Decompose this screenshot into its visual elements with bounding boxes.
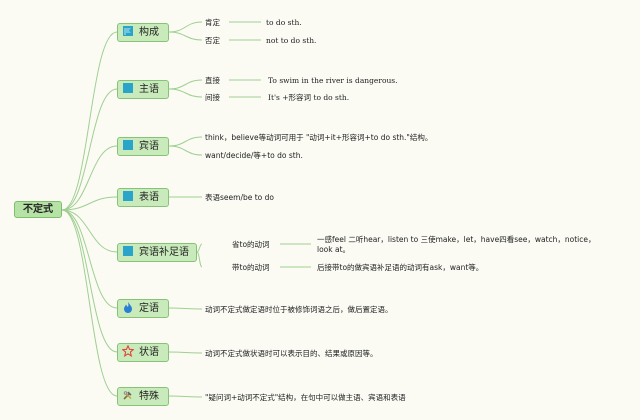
flag-icon [123,140,133,150]
note-text: "疑问词+动词不定式"结构，在句中可以做主语、宾语和表语 [205,393,406,402]
topic-branch-line [168,307,203,310]
sub-value: to do sth. [266,18,302,27]
topic-branch-line [168,136,203,147]
topic-label: 宾语补足语 [139,247,189,258]
note-text: think，believe等动词可用于 "动词+it+形容词+to do sth… [205,133,433,142]
root-node[interactable]: 不定式 [14,201,62,218]
topic-biaoyu[interactable]: 表语 [117,188,169,207]
sub-value: It's +形容词 to do sth. [268,93,350,102]
sub-label: 间接 [205,93,220,102]
star-icon [122,345,134,357]
topic-binyu[interactable]: 宾语 [117,137,169,156]
root-branch-line [61,196,118,211]
root-branch-line [61,209,118,309]
note-text: 表语seem/be to do [205,193,274,202]
topic-branch-line [168,79,203,90]
topic-zhuangyu[interactable]: 状语 [117,343,169,362]
sub-value: not to do sth. [266,36,317,45]
sub-label: 带to的动词 [232,263,270,272]
topic-branch-line [168,31,203,41]
tools-icon [123,391,132,400]
topic-label: 表语 [139,192,159,203]
topic-teshu[interactable]: 特殊 [117,387,169,406]
flag-icon [123,246,133,256]
flag-icon [123,191,133,201]
sub-label: 肯定 [205,18,220,27]
root-branch-line [61,209,118,353]
topic-branch-line [168,395,203,398]
sub-label: 否定 [205,36,220,45]
root-branch-line [61,31,118,211]
root-branch-line [61,209,118,397]
sub-value: 后接带to的做宾语补足语的动词有ask，want等。 [317,263,484,272]
topic-branch-line [168,88,203,98]
note-text: 动词不定式做定语时位于被修饰词语之后，做后置定语。 [205,305,393,314]
topic-branch-line [168,21,203,33]
flag-icon [123,26,133,36]
topic-label: 状语 [139,347,159,358]
topic-goucheng[interactable]: 构成 [117,23,169,42]
topic-dingyu[interactable]: 定语 [117,299,169,318]
note-text: want/decide/等+to do sth. [205,151,303,160]
flame-icon [124,302,132,313]
topic-label: 构成 [139,27,159,38]
topic-label: 定语 [139,303,159,314]
topic-branch-line [168,145,203,156]
flag-icon [123,83,133,93]
topic-binyu-buzuyu[interactable]: 宾语补足语 [117,243,197,262]
sub-value: To swim in the river is dangerous. [268,76,398,85]
sub-value: 一感feel 二听hear，listen to 三使make，let，have四… [317,235,596,254]
root-branch-line [61,209,118,253]
topic-zhuyu[interactable]: 主语 [117,80,169,99]
topic-label: 宾语 [139,141,159,152]
topic-branch-line [196,251,203,268]
root-branch-line [61,145,118,211]
topic-branch-line [168,351,203,354]
sub-label: 省to的动词 [232,240,270,249]
note-text: 动词不定式做状语时可以表示目的、结果或原因等。 [205,349,378,358]
topic-branch-line [196,243,203,253]
topic-label: 特殊 [139,391,159,402]
topic-label: 主语 [139,84,159,95]
root-branch-line [61,88,118,211]
sub-label: 直接 [205,76,220,85]
